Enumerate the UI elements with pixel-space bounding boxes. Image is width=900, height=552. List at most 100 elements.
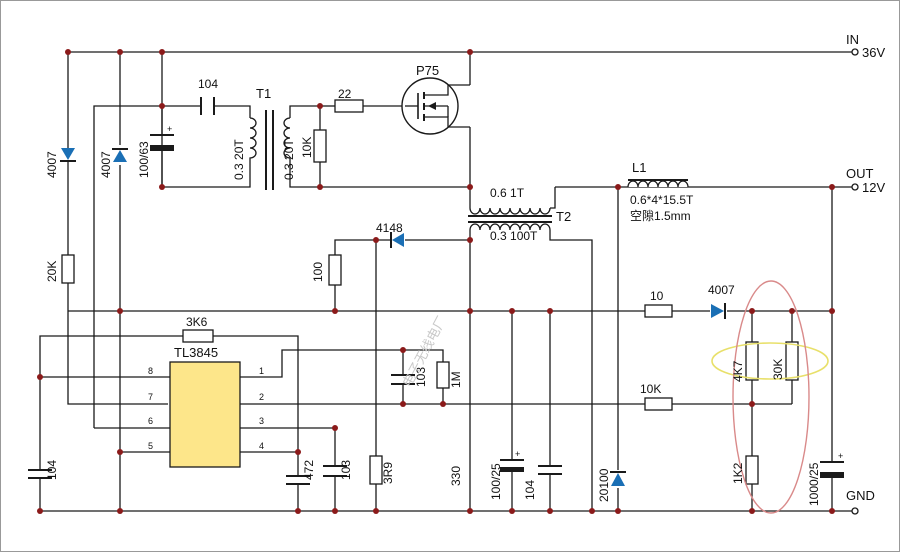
inductor-l1 <box>627 179 689 188</box>
junction-dot <box>589 508 595 514</box>
label-r10-out: 10 <box>650 289 664 303</box>
junction-dot <box>317 103 323 109</box>
terminal-gnd <box>851 507 859 515</box>
label-c103-low: 103 <box>339 460 353 480</box>
junction-dot <box>373 237 379 243</box>
junction-dot <box>467 508 473 514</box>
svg-text:+: + <box>515 449 520 459</box>
label-r4k7: 4K7 <box>731 360 745 382</box>
label-d4148: 4148 <box>376 221 403 235</box>
junction-dot <box>37 508 43 514</box>
pin-6: 6 <box>148 416 153 426</box>
label-r100: 100 <box>311 262 325 282</box>
diode-4007-out <box>711 303 726 319</box>
resistor-3r9 <box>369 455 383 485</box>
label-t1: T1 <box>256 86 271 101</box>
label-c104-left: 104 <box>45 460 59 480</box>
resistor-10-out <box>644 304 673 318</box>
label-c100-25: 100/25 <box>489 463 503 500</box>
junction-dot <box>295 449 301 455</box>
label-r3r9: 3R9 <box>381 462 395 484</box>
label-c104-low: 104 <box>523 480 537 500</box>
junction-dot <box>547 308 553 314</box>
label-r1m: 1M <box>449 371 463 388</box>
diode-4007-left <box>60 148 76 162</box>
label-l1: L1 <box>632 160 646 175</box>
label-in-volt: 36V <box>862 45 885 60</box>
pin-8: 8 <box>148 366 153 376</box>
highlight-circle <box>732 280 810 514</box>
resistor-100 <box>328 254 342 286</box>
label-c104-top: 104 <box>198 77 218 91</box>
capacitor-103-low <box>323 465 347 477</box>
pin-7: 7 <box>148 392 153 402</box>
label-r20k: 20K <box>45 261 59 282</box>
resistor-3k6 <box>182 329 214 343</box>
diode-4148 <box>390 232 404 248</box>
pin-4: 4 <box>259 441 264 451</box>
pin-1: 1 <box>259 366 264 376</box>
resistor-22 <box>334 99 364 113</box>
label-d20100: 20100 <box>597 468 611 502</box>
terminal-out <box>851 183 859 191</box>
capacitor-103-pin <box>391 374 415 385</box>
label-in: IN <box>846 32 859 47</box>
resistor-10k-fb <box>644 397 673 411</box>
label-t2-bottom: 0.3 100T <box>490 229 538 243</box>
label-r1k2: 1K2 <box>731 462 745 484</box>
transformer-t2 <box>468 207 552 231</box>
resistor-1k2 <box>745 455 759 485</box>
label-d4007-out: 4007 <box>708 283 735 297</box>
junction-dot <box>65 49 71 55</box>
highlight-ellipse <box>711 342 829 380</box>
label-gnd: GND <box>846 488 875 503</box>
junction-dot <box>467 308 473 314</box>
junction-dot <box>615 508 621 514</box>
junction-dot <box>159 49 165 55</box>
junction-dot <box>37 374 43 380</box>
label-ic: TL3845 <box>174 345 218 360</box>
label-c103-pin: 103 <box>414 367 428 387</box>
pin-3: 3 <box>259 416 264 426</box>
junction-dot <box>829 308 835 314</box>
junction-dot <box>400 401 406 407</box>
label-l1-gap: 空隙1.5mm <box>630 209 691 223</box>
capacitor-100-25: + <box>500 449 524 472</box>
junction-dot <box>332 508 338 514</box>
mosfet-p75 <box>401 77 470 135</box>
junctions <box>37 49 835 514</box>
junction-dot <box>615 184 621 190</box>
capacitor-104-top <box>200 97 215 115</box>
pin-5: 5 <box>148 441 153 451</box>
label-t2: T2 <box>556 209 571 224</box>
junction-dot <box>117 308 123 314</box>
label-c472: 472 <box>302 460 316 480</box>
junction-dot <box>467 237 473 243</box>
label-r3k6: 3K6 <box>186 315 208 329</box>
ic-tl3845 <box>169 361 241 468</box>
junction-dot <box>317 184 323 190</box>
capacitor-472 <box>286 475 310 485</box>
label-r10k-gate: 10K <box>300 137 314 158</box>
junction-dot <box>749 508 755 514</box>
svg-text:+: + <box>167 124 172 134</box>
junction-dot <box>117 508 123 514</box>
label-out-volt: 12V <box>862 180 885 195</box>
diode-20100 <box>610 471 626 486</box>
label-r330: 330 <box>449 466 463 486</box>
label-d4007-mid: 4007 <box>99 151 113 178</box>
junction-dot <box>117 49 123 55</box>
junction-dot <box>467 49 473 55</box>
junction-dot <box>332 425 338 431</box>
transformer-t1 <box>249 110 291 190</box>
resistor-20k <box>61 254 75 284</box>
pin-2: 2 <box>259 392 264 402</box>
label-t1-primary: 0.3 20T <box>232 139 246 180</box>
label-l1-spec: 0.6*4*15.5T <box>630 193 694 207</box>
label-out: OUT <box>846 166 874 181</box>
label-d4007-left: 4007 <box>45 151 59 178</box>
junction-dot <box>332 308 338 314</box>
junction-dot <box>467 184 473 190</box>
label-r30k: 30K <box>771 359 785 380</box>
